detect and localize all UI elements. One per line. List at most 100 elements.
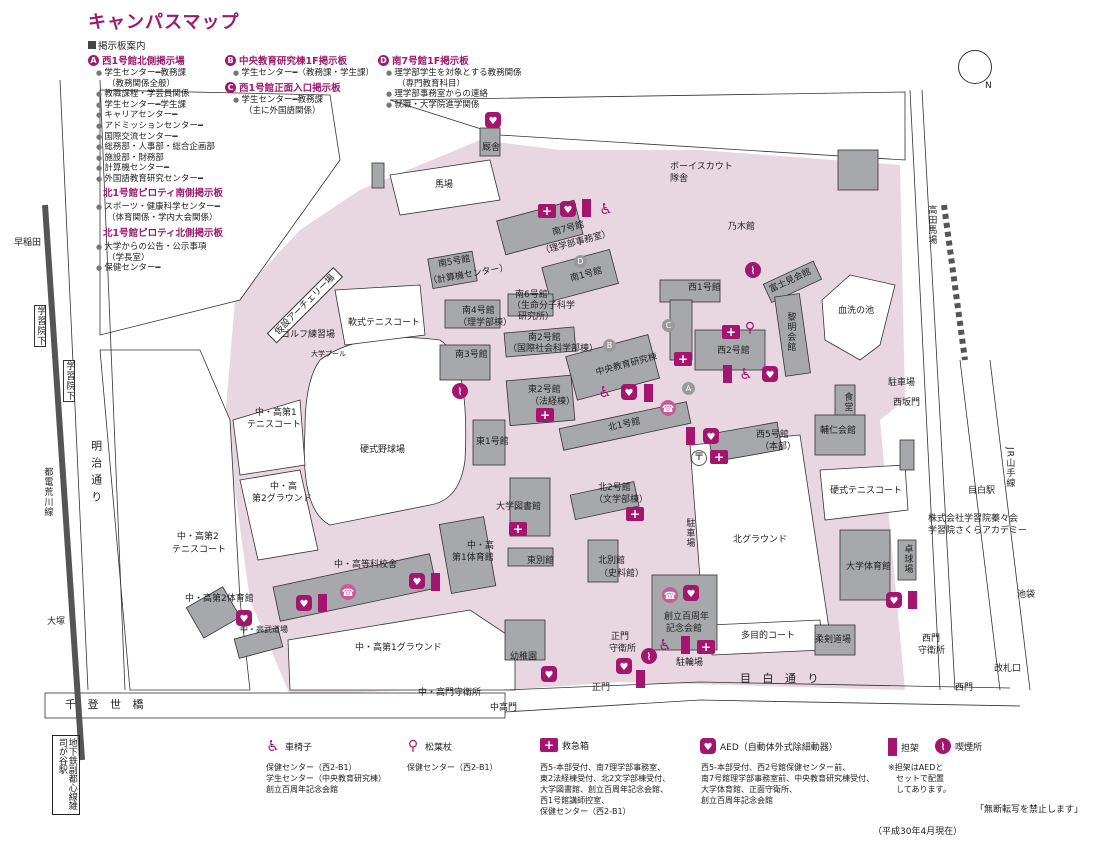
page-title: キャンパスマップ [88,12,240,33]
label: 硬式野球場 [360,445,406,455]
label: 南4号館 [462,306,495,316]
label: 高田馬場 [926,205,937,245]
label: 守衛所 [609,644,637,654]
aed-icon [236,610,252,626]
board-a-list: 学生センター━教務課（教務関係全般） 教職課程・学芸員関係学生センター━学生課 … [96,68,215,185]
board-marker-d[interactable]: D [574,255,587,268]
wheelchair-icon [265,738,281,754]
first-aid-icon [697,640,715,654]
label: 南3号館 [455,350,488,360]
arakawa-line-track [42,204,85,761]
stretcher-icon [908,591,917,609]
label: 馬場 [435,180,454,190]
label: 目 白 通 り [740,672,823,685]
label: 西門 [922,634,941,644]
label: 都電荒川線 [42,467,53,517]
label: ゴルフ練習場 [281,330,336,340]
label: 中・高武道場 [240,625,288,634]
phone-icon [340,584,356,600]
label: 西5号館 [756,430,789,440]
label: 西坂門 [893,398,921,408]
label: 卓球場 [902,544,913,574]
label: 記念会館 [666,624,703,634]
label: 目白駅 [968,486,996,496]
label: 駐車場 [684,518,695,548]
label: （理学部棟） [458,318,513,328]
label: 北グラウンド [733,535,788,545]
compass-north-label: N [985,81,992,91]
legend-crutch-text: 保健センター（西2-B1） [407,763,498,772]
stretcher-icon [686,427,695,445]
chitose-bridge [44,692,506,719]
label: 隊舎 [670,174,689,184]
aed-icon [616,658,632,674]
label: （生命分子科学 [512,301,576,311]
label: 西2号館 [717,346,750,356]
aed-icon [485,112,501,128]
aed-icon [621,384,637,400]
label: 西1号館 [688,283,721,293]
label: 守衛所 [918,646,946,656]
wheelchair-icon [738,366,754,382]
stretcher-icon [888,738,897,756]
aed-icon [296,595,312,611]
copyright-notice: 「無断転写を禁止します」 [975,805,1084,815]
stretcher-icon [644,384,653,402]
label: 東別館 [527,556,555,566]
fields [99,89,909,691]
label: 北別館 [598,556,626,566]
board-north-south-list: スポーツ・健康科学センター━（体育関係・学内大会関係） [96,202,219,223]
label: 大学プール [311,350,346,358]
first-aid-icon [722,325,740,339]
label: 南2号館 [528,333,561,343]
smoking-area-icon [452,383,468,399]
smoking-area-icon [641,648,657,664]
label: 中・高第1 [255,408,297,418]
first-aid-icon [710,450,728,464]
label: 学習院下 [34,305,47,347]
board-marker-a[interactable]: A [682,382,695,395]
label: 第1体育館 [452,553,494,563]
label: 西門 [955,683,974,693]
label: JR山手線 [1004,447,1015,488]
label: 池袋 [1017,590,1036,600]
legend-first-aid: 救急箱 [540,738,589,752]
stretcher-icon [636,670,645,688]
phone-icon [662,587,678,603]
smoking-area-icon [745,262,761,278]
label: 大塚 [47,617,66,627]
legend-title: 担架 [901,743,920,754]
legend-aed-text: 西5-本部受付、西2号館保健センター前、南7号館理学部事務室前、中央教育研究棟受… [701,763,875,805]
board-marker-b[interactable]: B [603,339,616,352]
board-marker-c[interactable]: C [662,319,675,332]
label: 多目的コート [741,631,796,641]
first-aid-icon [509,522,527,536]
jr-track [941,204,968,361]
first-aid-icon [538,204,556,218]
board-b-list: 学生センター━（教務課・学生課） [233,68,374,79]
label: 中・高第2 [177,532,219,542]
date-note: （平成30年4月現在） [873,827,963,837]
crutch-icon [405,738,421,754]
label: 研究所） [518,312,555,322]
label: 改札口 [994,664,1022,674]
label: テニスコート [247,420,302,430]
label: 中・高第2体育館 [185,594,254,604]
label: 株式会社学習院蓁々会 [928,514,1019,524]
aed-icon [541,666,557,682]
aed-icon [886,592,902,608]
label: 黎明会館 [785,312,796,352]
label: テニスコート [172,545,227,555]
legend-stretcher: 担架 [888,738,919,756]
first-aid-icon [536,408,554,422]
legend-wheelchair: 車椅子 [265,738,312,754]
label: （史料館） [599,569,645,579]
legend-title: 車椅子 [285,742,313,753]
label: （文学部棟） [594,495,649,505]
aed-icon [560,201,576,217]
first-aid-icon [626,507,644,521]
label: 早稲田 [14,238,42,248]
